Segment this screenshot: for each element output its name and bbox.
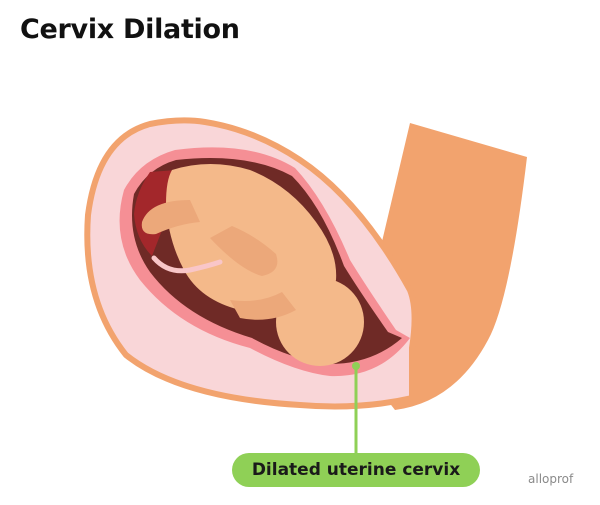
cervix-label: Dilated uterine cervix [232, 453, 480, 487]
leader-line-dot [352, 362, 360, 370]
brand-logo: alloprof [528, 472, 573, 486]
fetus-head [276, 278, 364, 366]
